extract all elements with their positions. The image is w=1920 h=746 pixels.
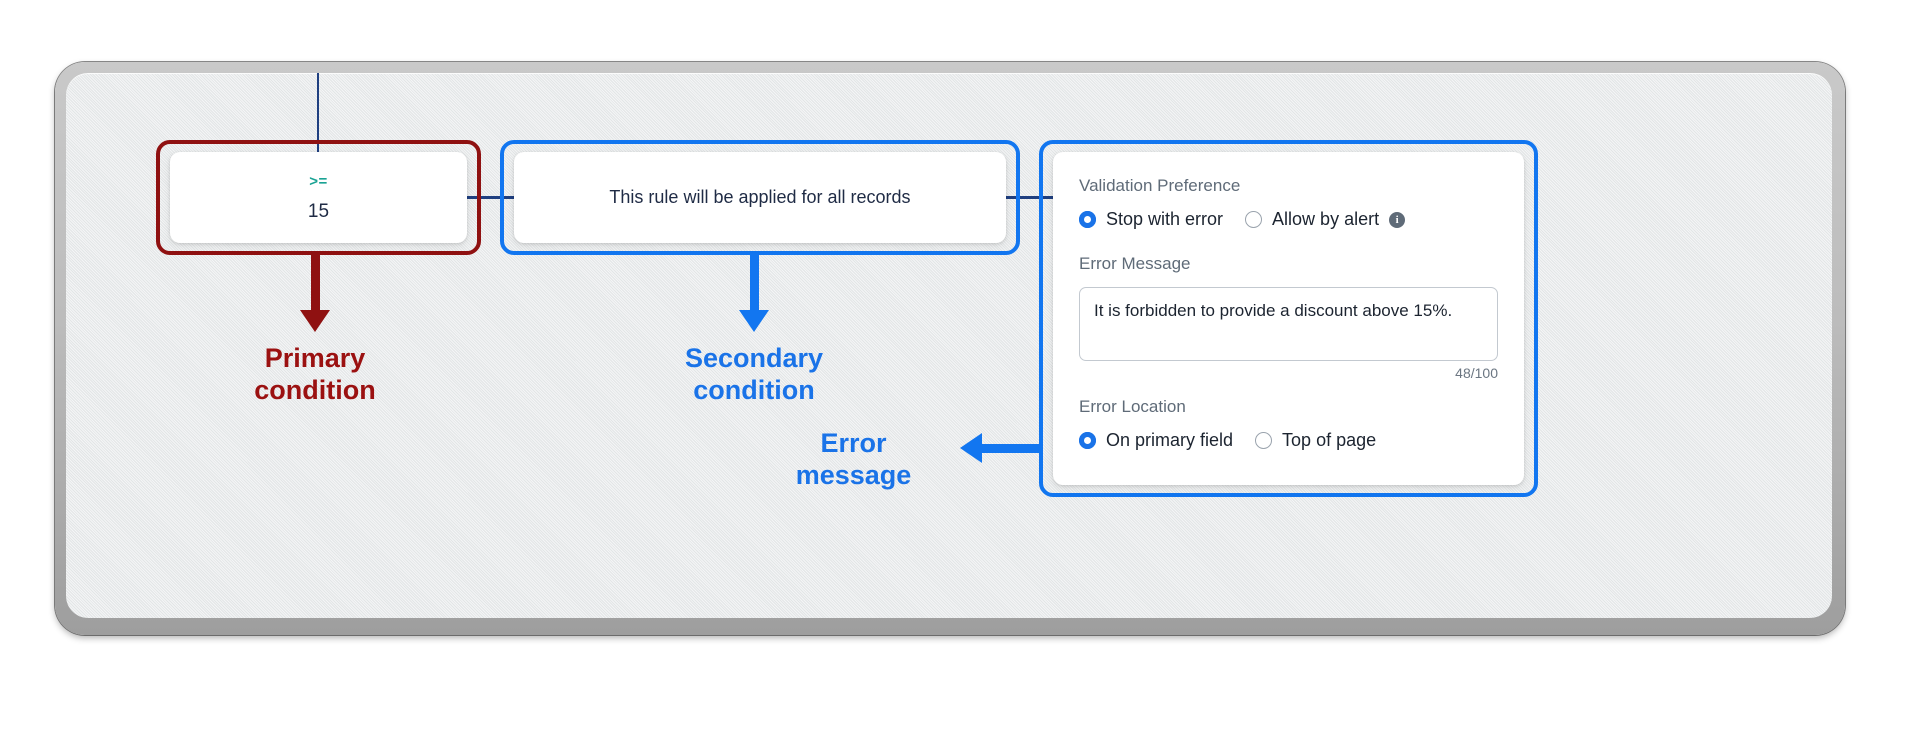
secondary-annotation-line1: Secondary bbox=[684, 343, 824, 373]
radio-option-top-of-page[interactable]: Top of page bbox=[1255, 430, 1376, 451]
secondary-condition-text: This rule will be applied for all record… bbox=[609, 187, 911, 207]
radio-option-on-primary-field[interactable]: On primary field bbox=[1079, 430, 1233, 451]
primary-condition-operator: >= bbox=[309, 172, 328, 190]
primary-annotation-arrow-head bbox=[300, 310, 330, 332]
radio-label-stop-with-error: Stop with error bbox=[1106, 209, 1224, 229]
primary-annotation-label: Primary condition bbox=[195, 343, 435, 407]
secondary-annotation-line2: condition bbox=[693, 374, 815, 405]
primary-annotation-line1: Primary bbox=[264, 343, 366, 373]
radio-icon-unselected[interactable] bbox=[1245, 211, 1263, 228]
error-annotation-label: Error message bbox=[766, 428, 941, 492]
validation-preference-radio-group[interactable]: Stop with error Allow by alert i bbox=[1079, 209, 1498, 230]
error-message-label: Error Message bbox=[1079, 254, 1191, 273]
error-annotation-arrow-head bbox=[960, 433, 982, 463]
secondary-annotation-arrow-shaft bbox=[750, 255, 759, 312]
error-message-textarea[interactable]: It is forbidden to provide a discount ab… bbox=[1079, 287, 1498, 361]
primary-annotation-arrow-shaft bbox=[311, 255, 320, 312]
error-annotation-line2: message bbox=[795, 459, 912, 490]
rule-canvas[interactable]: >= 15 This rule will be applied for all … bbox=[66, 73, 1856, 646]
primary-condition-card[interactable]: >= 15 bbox=[170, 152, 467, 243]
error-annotation-arrow-shaft bbox=[982, 444, 1042, 453]
radio-label-allow-by-alert: Allow by alert bbox=[1272, 209, 1380, 229]
validation-settings-card[interactable]: Validation Preference Stop with error Al… bbox=[1053, 152, 1524, 485]
error-annotation-line1: Error bbox=[820, 428, 887, 458]
radio-icon-selected[interactable] bbox=[1079, 211, 1096, 228]
radio-icon-unselected[interactable] bbox=[1255, 432, 1273, 449]
validation-panel-highlight-ring bbox=[1039, 140, 1538, 497]
radio-option-allow-by-alert[interactable]: Allow by alert i bbox=[1245, 209, 1406, 230]
error-message-value: It is forbidden to provide a discount ab… bbox=[1094, 301, 1453, 320]
radio-icon-selected[interactable] bbox=[1079, 432, 1096, 449]
device-screen: >= 15 This rule will be applied for all … bbox=[66, 73, 1832, 618]
error-location-radio-group[interactable]: On primary field Top of page bbox=[1079, 430, 1498, 451]
error-message-char-counter: 48/100 bbox=[1455, 365, 1498, 381]
radio-label-on-primary-field: On primary field bbox=[1106, 430, 1234, 450]
radio-label-top-of-page: Top of page bbox=[1282, 430, 1377, 450]
secondary-condition-card[interactable]: This rule will be applied for all record… bbox=[514, 152, 1006, 243]
secondary-annotation-label: Secondary condition bbox=[629, 343, 879, 407]
device-bezel: >= 15 This rule will be applied for all … bbox=[55, 62, 1845, 635]
error-location-label: Error Location bbox=[1079, 397, 1186, 416]
secondary-annotation-arrow-head bbox=[739, 310, 769, 332]
validation-preference-label: Validation Preference bbox=[1079, 176, 1241, 195]
primary-annotation-line2: condition bbox=[254, 374, 376, 405]
primary-condition-highlight-ring bbox=[156, 140, 481, 255]
radio-option-stop-with-error[interactable]: Stop with error bbox=[1079, 209, 1223, 230]
primary-condition-value: 15 bbox=[307, 200, 330, 222]
info-icon[interactable]: i bbox=[1389, 211, 1406, 228]
secondary-condition-highlight-ring bbox=[500, 140, 1020, 255]
connector-line-top bbox=[317, 73, 319, 170]
